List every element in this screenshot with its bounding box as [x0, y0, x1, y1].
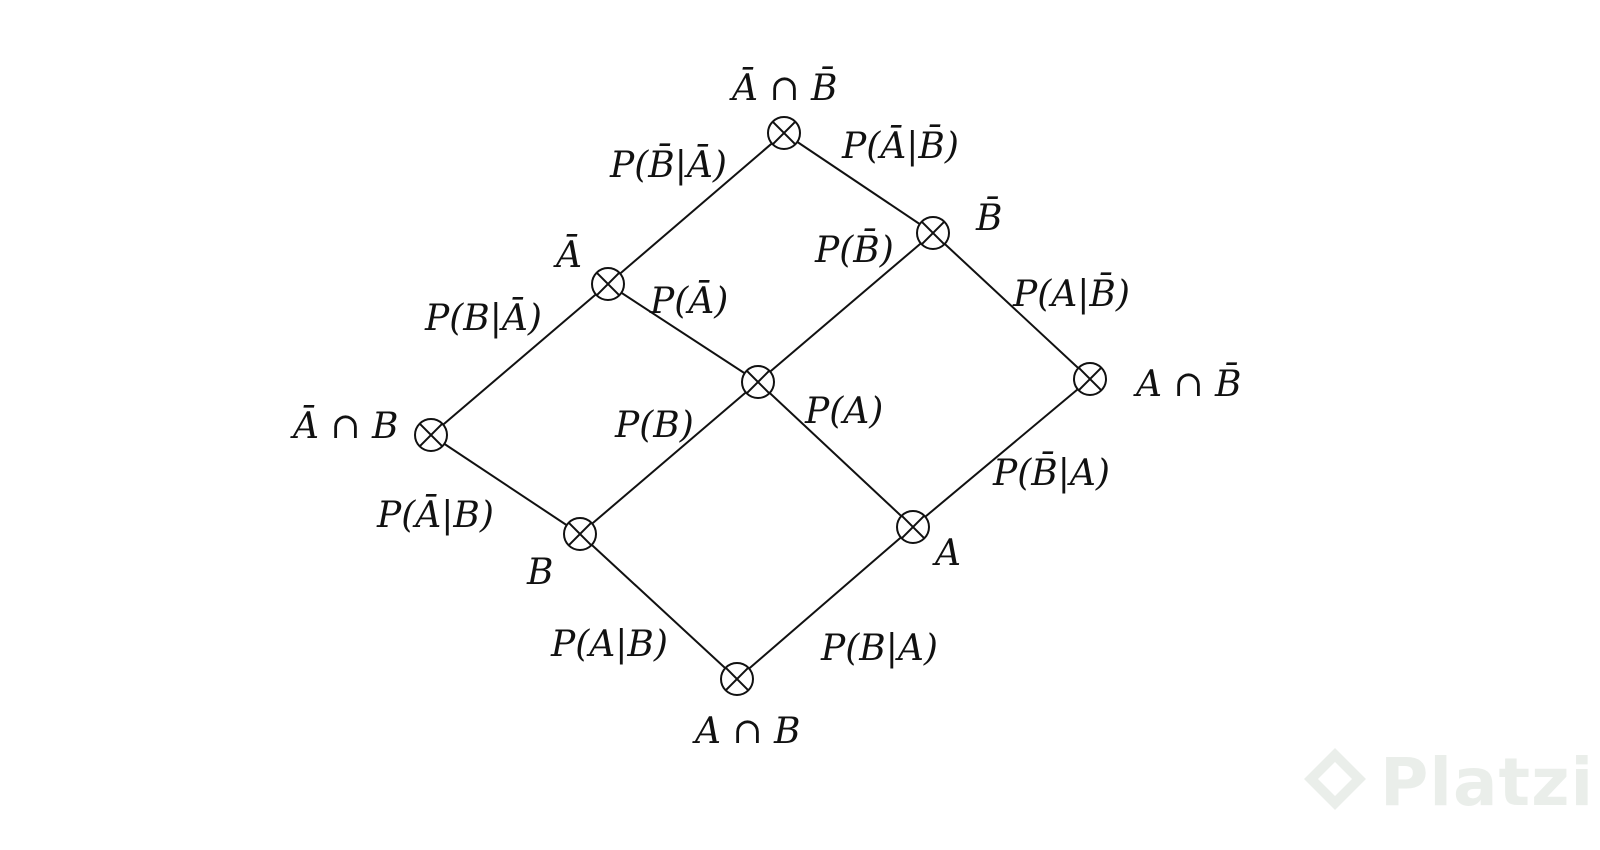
prob-a: P(A) — [804, 391, 883, 432]
prob-a-given-bbar: P(A|B̄) — [1012, 272, 1130, 315]
edge-a-to-bottom — [736, 526, 914, 680]
label-abar-and-b: Ā ∩ B — [290, 406, 399, 447]
platzi-watermark: Platzi — [1292, 738, 1593, 828]
node-bottom — [720, 662, 754, 696]
edge-abarb-to-b — [430, 434, 581, 535]
edge-top-to-bbar — [783, 132, 934, 234]
prob-b-given-abar: P(B|Ā) — [424, 298, 542, 339]
prob-abar-given-b: P(Ā|B) — [376, 495, 494, 536]
nodes — [414, 116, 1107, 696]
edge-b-to-bottom — [579, 533, 738, 680]
edge-labels: P(B̄|Ā) P(Ā|B̄) P(B|Ā) P(Ā) P(B̄) P(A|B̄… — [376, 124, 1130, 669]
prob-b-given-a: P(B|A) — [820, 628, 938, 669]
prob-abar-given-bbar: P(Ā|B̄) — [841, 124, 959, 167]
edge-abar-to-abarb — [430, 283, 609, 436]
node-labels: Ā ∩ B̄ Ā B̄ Ā ∩ B A ∩ B̄ B A A ∩ B — [290, 66, 1242, 752]
platzi-watermark-text: Platzi — [1380, 744, 1595, 821]
edges — [430, 132, 1091, 680]
label-a: A — [932, 533, 961, 574]
edge-abbar-to-a — [912, 378, 1091, 528]
label-abar-and-bbar: Ā ∩ B̄ — [729, 66, 838, 109]
label-b: B — [526, 552, 553, 593]
edge-center-to-b — [579, 381, 759, 535]
node-b — [563, 517, 597, 551]
label-abar: Ā — [553, 235, 582, 276]
platzi-logo-icon — [1304, 748, 1366, 810]
node-top — [767, 116, 801, 150]
node-abar-and-b — [414, 418, 448, 452]
prob-a-given-b: P(A|B) — [550, 624, 668, 665]
prob-bbar-given-abar: P(B̄|Ā) — [609, 143, 727, 186]
node-center — [741, 365, 775, 399]
node-a-and-bbar — [1073, 362, 1107, 396]
edge-abar-to-center — [607, 283, 759, 383]
label-bbar: B̄ — [975, 196, 1002, 239]
edge-top-to-abar — [607, 132, 785, 285]
edge-bbar-to-center — [757, 232, 934, 383]
node-a — [896, 510, 930, 544]
node-bbar — [916, 216, 950, 250]
prob-bbar: P(B̄) — [814, 228, 894, 271]
prob-b: P(B) — [614, 405, 694, 446]
label-a-and-bbar: A ∩ B̄ — [1133, 362, 1242, 405]
prob-abar: P(Ā) — [649, 281, 728, 322]
edge-bbar-to-abbar — [932, 232, 1091, 380]
prob-bbar-given-a: P(B̄|A) — [992, 451, 1110, 494]
edge-center-to-a — [757, 381, 914, 528]
label-a-and-b: A ∩ B — [692, 711, 801, 752]
node-abar — [591, 267, 625, 301]
